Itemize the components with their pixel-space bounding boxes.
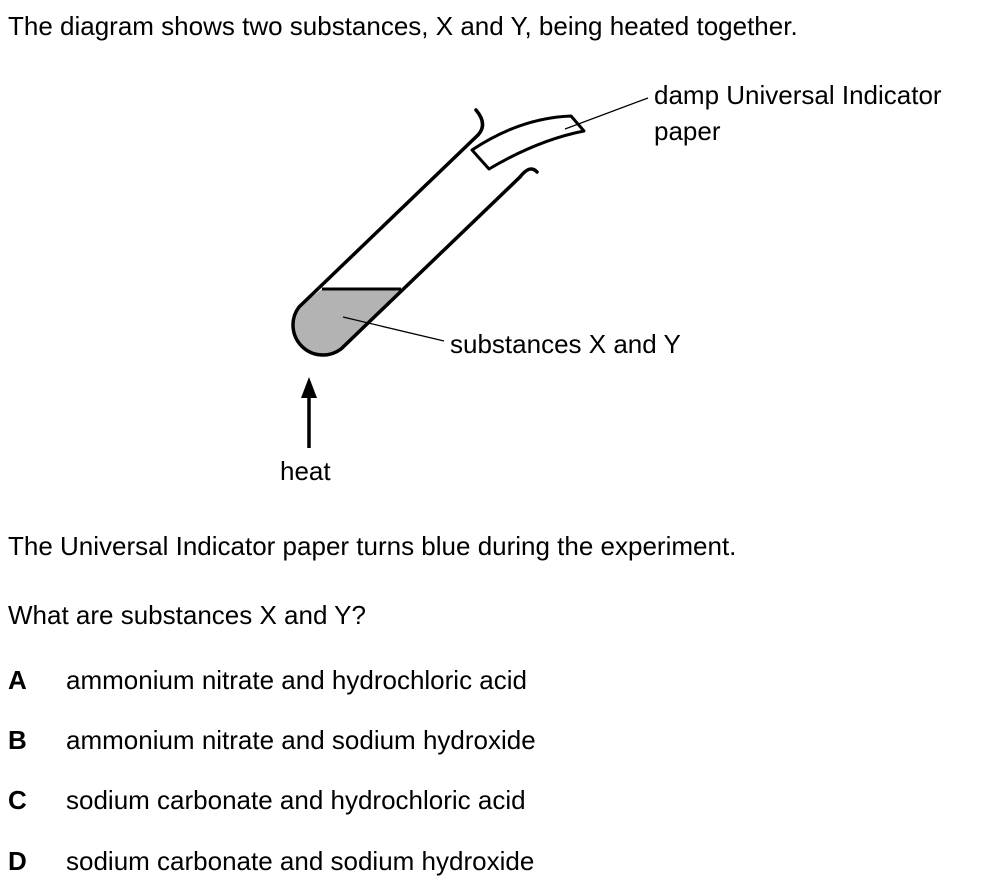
heat-arrow-head [301, 377, 317, 398]
option-letter: D [8, 846, 27, 876]
paper-label-line2: paper [654, 116, 721, 146]
result-text: The Universal Indicator paper turns blue… [8, 531, 737, 561]
heat-label: heat [280, 456, 331, 486]
substances-label: substances X and Y [450, 329, 681, 359]
paper-leader-line [564, 97, 649, 130]
option-text: ammonium nitrate and hydrochloric acid [66, 665, 527, 695]
indicator-paper [470, 114, 586, 171]
option-text: ammonium nitrate and sodium hydroxide [66, 725, 536, 755]
tube-lip-lower [518, 167, 539, 179]
option-letter: A [8, 665, 27, 695]
option-text: sodium carbonate and sodium hydroxide [66, 846, 535, 876]
option-letter: C [8, 785, 27, 815]
option-letter: B [8, 725, 27, 755]
option-text: sodium carbonate and hydrochloric acid [66, 785, 526, 815]
paper-label-line1: damp Universal Indicator [654, 80, 942, 110]
test-tube [291, 133, 522, 357]
intro-text: The diagram shows two substances, X and … [8, 11, 798, 41]
mixture-fill [293, 289, 401, 356]
tube-lip-upper [474, 108, 485, 137]
substances-leader-line [342, 316, 445, 342]
heating-diagram: damp Universal Indicator paper substance… [280, 80, 942, 486]
question-text: What are substances X and Y? [8, 600, 366, 630]
